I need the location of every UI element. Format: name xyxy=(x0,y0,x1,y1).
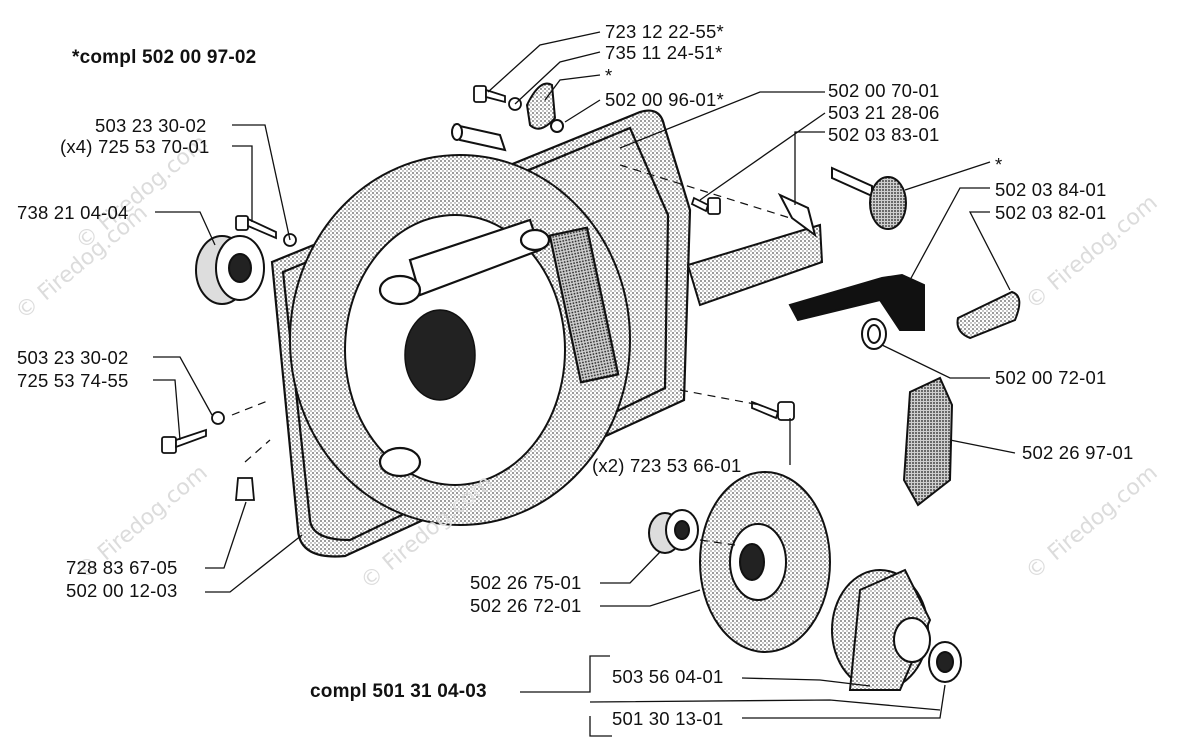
stop-switch xyxy=(788,273,925,331)
part-label: 502 03 83-01 xyxy=(828,124,940,145)
part-label: 502 03 82-01 xyxy=(995,202,1107,223)
bearing xyxy=(195,235,265,305)
part-label: 738 21 04-04 xyxy=(17,202,129,223)
choke-knob xyxy=(831,166,907,230)
part-label: 735 11 24-51* xyxy=(605,42,723,63)
part-label: * xyxy=(605,65,613,86)
top-screw xyxy=(473,85,522,111)
leader-lines xyxy=(153,31,1016,737)
screw-center xyxy=(751,400,795,421)
part-label: 502 26 72-01 xyxy=(470,595,582,616)
part-label: 503 21 28-06 xyxy=(828,102,940,123)
part-label: (x2) 723 53 66-01 xyxy=(592,455,742,476)
grease-nipple xyxy=(235,477,255,501)
part-label: 502 00 72-01 xyxy=(995,367,1107,388)
part-label: 501 30 13-01 xyxy=(612,708,724,729)
part-label: (x4) 725 53 70-01 xyxy=(60,136,210,157)
compl-top-heading: *compl 502 00 97-02 xyxy=(72,47,257,68)
assembly-lines xyxy=(231,164,791,546)
part-label: 502 03 84-01 xyxy=(995,179,1107,200)
drive-hub xyxy=(831,568,962,691)
part-label: 502 26 97-01 xyxy=(1022,442,1134,463)
part-label: 728 83 67-05 xyxy=(66,557,178,578)
pulley xyxy=(699,471,831,653)
spring xyxy=(861,318,887,350)
filter-pad xyxy=(902,376,954,507)
part-label: 502 00 70-01 xyxy=(828,80,940,101)
part-label: 502 26 75-01 xyxy=(470,572,582,593)
part-label: 725 53 74-55 xyxy=(17,370,129,391)
pin xyxy=(451,123,507,152)
screw-lower-left xyxy=(161,411,225,454)
catch xyxy=(956,290,1021,340)
part-label: * xyxy=(995,154,1003,175)
screw-upper-center xyxy=(690,196,721,215)
part-label: 723 12 22-55* xyxy=(605,21,724,42)
part-label: 503 23 30-02 xyxy=(95,115,207,136)
part-label: 503 56 04-01 xyxy=(612,666,724,687)
lever-plate xyxy=(686,192,824,307)
part-label: 503 23 30-02 xyxy=(17,347,129,368)
bushing xyxy=(648,509,699,554)
part-label: 502 00 12-03 xyxy=(66,580,178,601)
starter-housing xyxy=(270,109,692,558)
pawl xyxy=(525,82,564,133)
part-label: 502 00 96-01* xyxy=(605,89,724,110)
compl-bottom-heading: compl 501 31 04-03 xyxy=(310,681,487,702)
